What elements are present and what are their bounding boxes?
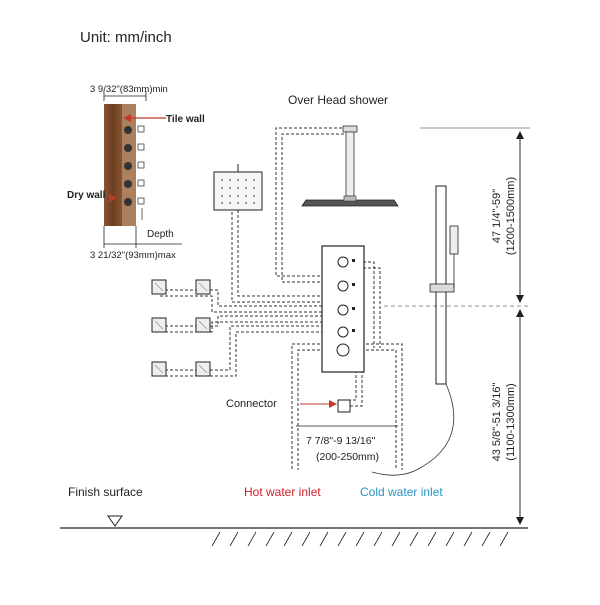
- depth-label: Depth: [147, 229, 174, 240]
- height-dimensions: 47 1/4"-59" (1200-1500mm) 43 5/8"-51 3/1…: [384, 127, 530, 525]
- floor-line: [60, 515, 528, 547]
- inlet-spacing-mm: (200-250mm): [316, 451, 379, 463]
- inlet-spacing-dimension: 7 7/8"-9 13/16" (200-250mm): [296, 425, 398, 463]
- cold-water-inlet-label: Cold water inlet: [360, 485, 443, 499]
- overhead-shower-label: Over Head shower: [288, 93, 388, 107]
- finish-surface-label: Finish surface: [68, 485, 143, 499]
- upper-height-mm: (1200-1500mm): [505, 177, 517, 255]
- wall-min-dimension: 3 9/32"(83mm)min: [90, 84, 168, 95]
- wood-wall-section: [104, 104, 122, 226]
- lower-height-mm: (1100-1300mm): [505, 383, 517, 460]
- wall-max-dimension: 3 21/32"(93mm)max: [90, 250, 176, 261]
- connector: Connector: [226, 398, 351, 413]
- hot-water-inlet-label: Hot water inlet: [244, 485, 321, 499]
- valve-panel: [321, 245, 365, 373]
- wall-section-detail: 3 9/32"(83mm)min Tile wall Dry wall Dept…: [67, 84, 205, 261]
- body-jets: [151, 279, 211, 377]
- unit-label: Unit: mm/inch: [80, 29, 172, 46]
- connector-label: Connector: [226, 398, 277, 410]
- overhead-rain-shower: [301, 125, 399, 207]
- lower-height-inch: 43 5/8"-51 3/16": [491, 383, 503, 462]
- inlet-spacing-inch: 7 7/8"-9 13/16": [306, 435, 376, 447]
- square-hand-shower: [213, 164, 263, 211]
- tile-wall-label: Tile wall: [166, 114, 205, 125]
- pipe-network: [160, 127, 403, 470]
- slide-bar-hand-shower: [371, 185, 459, 476]
- valve-knobs-side: [124, 125, 145, 220]
- upper-height-inch: 47 1/4"-59": [491, 189, 503, 243]
- dry-wall-label: Dry wall: [67, 190, 106, 201]
